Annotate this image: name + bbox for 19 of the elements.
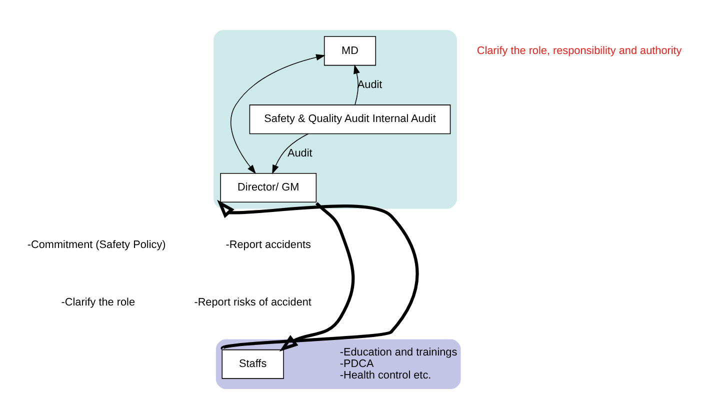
node-box: Staffs <box>222 349 284 379</box>
node-label: -PDCA <box>340 358 374 370</box>
node-label: -Education and trainings <box>340 346 458 358</box>
edge-label: Audit <box>287 147 312 160</box>
label: -Report risks of accident <box>194 296 312 309</box>
label: -Commitment (Safety Policy) <box>27 239 166 252</box>
node-box: MD <box>324 36 376 66</box>
cluster <box>216 339 461 390</box>
node-label: -Health control etc. <box>340 370 432 382</box>
arrow <box>272 133 309 174</box>
arrow <box>279 202 355 352</box>
arrow <box>230 54 326 174</box>
arrow <box>354 64 360 106</box>
label: Clarify the role, responsibility and authority <box>476 44 682 57</box>
label: -Report accidents <box>226 239 311 252</box>
cluster <box>214 30 457 209</box>
node-box: Director/ GM <box>220 172 317 202</box>
label: -Clarify the role <box>61 296 136 309</box>
node-box: Safety & Quality Audit Internal Audit <box>249 104 451 134</box>
